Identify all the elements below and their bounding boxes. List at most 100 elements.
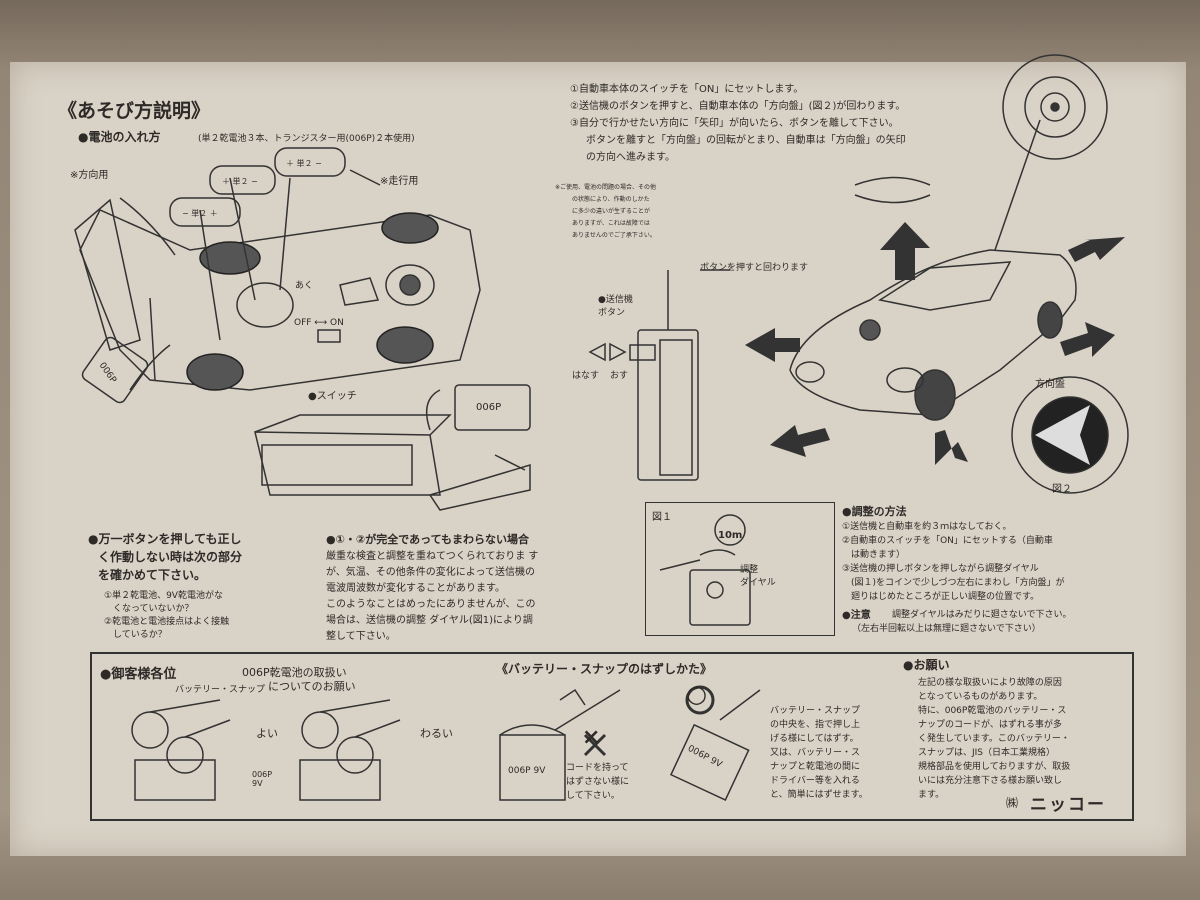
customer-sub2: についてのお願い	[268, 680, 356, 693]
step-line: ①自動車本体のスイッチを「ON」にセットします。	[570, 84, 804, 95]
trouble-heading-3: を確かめて下さい。	[98, 568, 207, 582]
switch-label: ●スイッチ	[308, 391, 357, 402]
request-line: となっているものがあります。	[918, 692, 1043, 702]
adjust-line: 廻りはじめたところが正しい調整の位置です。	[842, 592, 1040, 602]
customer-heading: ●御客様各位	[100, 667, 177, 682]
pack-left	[81, 336, 171, 404]
dial-label: 方向盤	[1035, 379, 1065, 390]
request-line: スナップは、JIS（日本工業規格）	[918, 748, 1056, 758]
step-line: ボタンを離すと「方向盤」の回転がとまり、自動車は「方向盤」の矢印	[586, 135, 906, 146]
adjust-line: ①送信機と自動車を約３ｍはなしておく。	[842, 522, 1012, 532]
car-chassis-illustration	[74, 169, 481, 391]
small-note-line: に多少の違いが生ずることが	[572, 208, 651, 215]
brand-name: ニッコー	[1030, 795, 1106, 815]
battery-9v-label: 006P 9V	[508, 766, 546, 776]
battery-note: (単２乾電池３本、トランジスター用(006P)２本使用)	[198, 134, 415, 144]
warn-line: して下さい。	[566, 791, 620, 801]
adjust-line: ②自動車のスイッチを「ON」にセットする（自動車	[842, 536, 1053, 546]
request-line: 左記の様な取扱いにより故障の原因	[918, 678, 1062, 688]
warn-line: はずさない様に	[566, 777, 630, 787]
caution-heading: ●注意	[842, 610, 871, 621]
small-note-line: ありませんのでご了承下さい。	[572, 232, 656, 239]
steer-label: ※方向用	[70, 170, 109, 181]
page-title: 《あそび方説明》	[58, 100, 211, 122]
adjust-line: ③送信機の押しボタンを押しながら調整ダイヤル	[842, 564, 1039, 574]
adjust-line: (図１)をコインで少しづつ左右にまわし「方向盤」が	[842, 578, 1065, 588]
instr-line: ナップと乾電池の間に	[770, 762, 861, 772]
warn-line: コードを持って	[566, 763, 629, 773]
instr-line: バッテリー・スナップ	[770, 706, 861, 716]
bad-label: わるい	[420, 727, 453, 740]
fig1-box	[645, 502, 835, 636]
customer-sub1: 006P乾電池の取扱い	[242, 666, 347, 679]
request-line: 規格部品を使用しておりますが、取扱	[918, 762, 1071, 772]
adjust-heading: ●調整の方法	[842, 505, 907, 518]
sports-car-illustration	[789, 119, 1077, 421]
trouble-item: ②乾電池と電池接点はよく接触	[104, 617, 230, 627]
cell-label-3: − 単２ ＋	[182, 209, 218, 218]
cell-label-1: ＋ 単２ −	[222, 177, 258, 186]
request-line: ナップのコードが、はずれる事が多	[918, 720, 1062, 730]
bad-mark: ×	[582, 725, 601, 750]
transmitter	[588, 269, 730, 481]
trouble-heading-1: ●万一ボタンを押しても正し	[88, 532, 242, 546]
bottom-panel	[90, 652, 1134, 821]
small-note-line: ありますが、これは故障では	[572, 220, 650, 227]
brand-kabu: ㈱	[1006, 796, 1019, 810]
snap-good-drawing	[131, 699, 231, 801]
request-line: ます。	[918, 790, 945, 800]
fig1-dial-label: 調整 ダイヤル	[740, 565, 776, 588]
small-note-line: ※ご使用、電池の問題の場合、その他	[555, 184, 657, 191]
small-note-line: の状態により、作動のしかた	[572, 196, 650, 203]
battery-cells	[169, 147, 346, 227]
off-on-label: OFF ⟷ ON	[294, 318, 344, 328]
notwork-line: 電波周波数が変化することがあります。	[326, 583, 505, 594]
notwork-line: このようなことはめったにありませんが、この	[326, 599, 536, 610]
snap-label: バッテリー・スナップ	[175, 685, 266, 695]
pack-label: 006P	[476, 402, 502, 413]
trouble-item: ①単２乾電池、9V乾電池がな	[104, 591, 223, 601]
notwork-line: 場合は、送信機の調整 ダイヤル(図1)により調	[326, 615, 533, 626]
caution-text: 調整ダイヤルはみだりに廻さないで下さい。	[892, 610, 1072, 620]
instr-line: げる様にしてはずす。	[770, 734, 859, 744]
battery-compartment	[254, 384, 531, 511]
notwork-line: 整して下さい。	[326, 631, 396, 642]
step-line: ③自分で行かせたい方向に「矢印」が向いたら、ボタンを離して下さい。	[570, 118, 899, 129]
instr-line: ドライバー等を入れる	[770, 776, 860, 786]
caution-text-2: （左右半回転以上は無理に廻さないで下さい）	[852, 624, 1041, 634]
notwork-line: 厳重な検査と調整を重ねてつくられておりま す	[326, 551, 539, 562]
battery-9v-drawing	[499, 688, 621, 801]
press-note: ボタンを押すと回わります	[700, 263, 809, 273]
release-label: はなす	[572, 371, 600, 381]
trouble-item: くなっていないか？	[104, 604, 194, 614]
trouble-item: しているか？	[104, 630, 167, 640]
transmitter-button-label: ●送信機 ボタン	[598, 295, 633, 318]
open-label: あく	[295, 281, 314, 291]
battery-9v-angled	[669, 685, 761, 802]
trouble-heading-2: く作動しない時は次の部分	[98, 550, 243, 564]
step-line: ②送信機のボタンを押すと、自動車本体の「方向盤」(図２)が回わります。	[570, 101, 906, 112]
instr-line: の中央を、指で押し上	[770, 720, 861, 730]
request-line: 特に、006P乾電池のバッテリー・ス	[918, 706, 1067, 716]
notwork-line: が、気温、その他条件の変化によって送信機の	[326, 567, 535, 578]
direction-dial-fig2	[1011, 376, 1129, 494]
direction-arrows	[745, 222, 1125, 465]
request-line: く発生しています。このバッテリー・	[918, 734, 1070, 744]
instruction-sheet	[10, 62, 1186, 856]
battery-heading: ●電池の入れ方	[78, 130, 161, 144]
step-line: の方向へ進みます。	[586, 152, 675, 163]
instr-line: と、簡単にはずせます。	[770, 790, 868, 800]
adjust-line: は動きます）	[842, 550, 906, 560]
request-line: いには充分注意下さる様お願い致し	[918, 776, 1063, 786]
steering-dial-top	[1002, 54, 1108, 160]
notwork-heading: ●①・②が完全であってもまわらない場合	[326, 533, 530, 546]
remove-heading: 《バッテリー・スナップのはずしかた》	[496, 662, 713, 676]
fig1-drawing	[659, 514, 751, 626]
fig2-label: 図２	[1052, 484, 1072, 495]
drive-label: ※走行用	[380, 176, 419, 187]
fig1-label: 図１	[652, 512, 672, 523]
instr-line: 又は、バッテリー・ス	[770, 748, 861, 758]
customer-pack-label: 006P 9V	[252, 770, 273, 788]
